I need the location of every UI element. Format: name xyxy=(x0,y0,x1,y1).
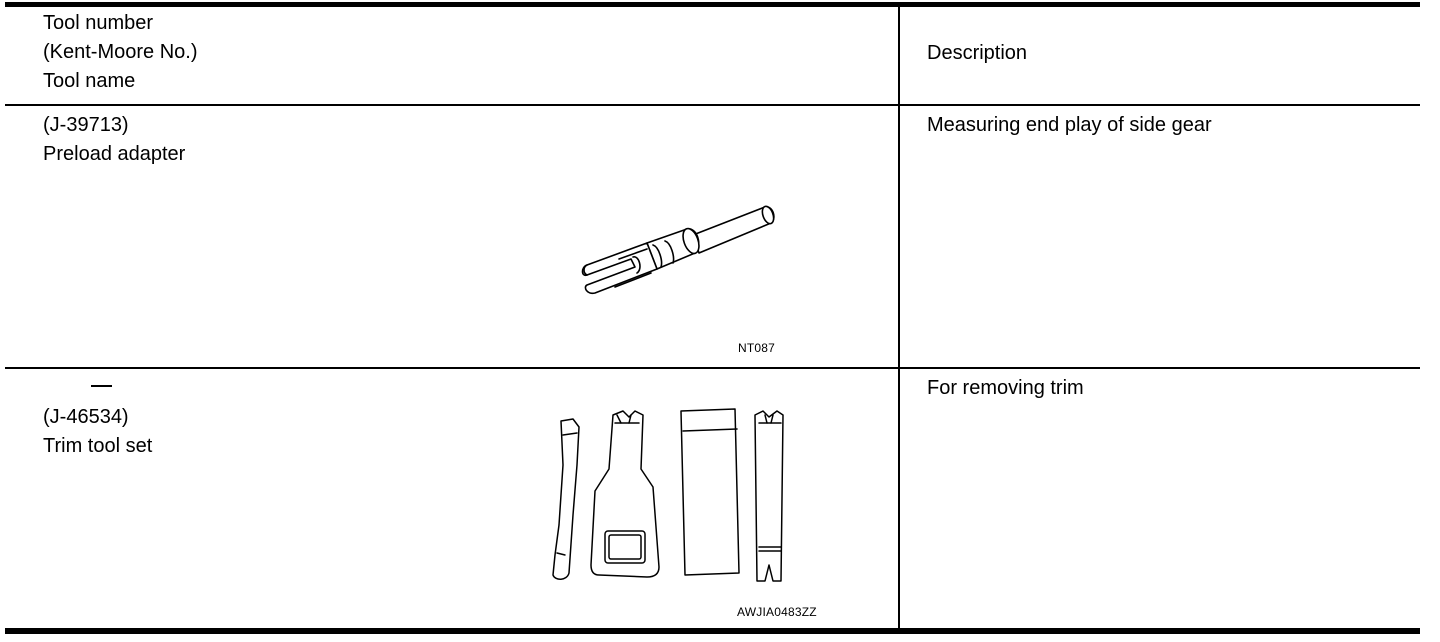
table-row-1-description: Measuring end play of side gear xyxy=(927,114,1212,136)
row-1-kent-moore: (J-39713) xyxy=(43,114,129,136)
header-kent-moore: (Kent-Moore No.) xyxy=(43,41,198,63)
header-tool-column: Tool number (Kent-Moore No.) Tool name xyxy=(43,9,198,96)
special-tools-table: Tool number (Kent-Moore No.) Tool name D… xyxy=(5,0,1420,642)
figure-code-nt087: NT087 xyxy=(738,341,776,355)
table-bottom-rule xyxy=(5,628,1420,634)
row-2-tool-number-spacer xyxy=(43,374,152,403)
row-2-tool-number-dash xyxy=(91,385,112,387)
row-2-kent-moore: (J-46534) xyxy=(43,406,129,428)
column-divider xyxy=(898,6,900,629)
header-tool-name: Tool name xyxy=(43,70,136,92)
table-top-rule xyxy=(5,2,1420,7)
table-row-2-description: For removing trim xyxy=(927,377,1084,399)
table-row-1-tool: (J-39713) Preload adapter xyxy=(43,111,185,169)
row-2-tool-name: Trim tool set xyxy=(43,435,153,457)
header-tool-number: Tool number xyxy=(43,12,154,34)
row-separator-rule xyxy=(5,367,1420,369)
row-1-tool-name: Preload adapter xyxy=(43,143,186,165)
figure-code-awjia0483zz: AWJIA0483ZZ xyxy=(737,605,817,619)
table-row-2-tool: (J-46534) Trim tool set xyxy=(43,374,152,461)
preload-adapter-illustration xyxy=(581,205,775,295)
trim-tool-set-illustration xyxy=(552,408,784,582)
header-separator-rule xyxy=(5,104,1420,106)
header-description: Description xyxy=(927,42,1028,64)
